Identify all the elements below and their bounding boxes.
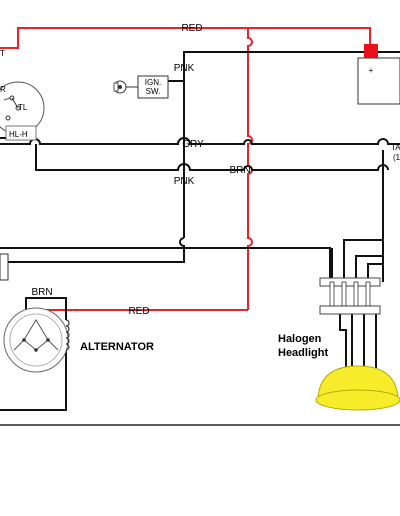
label-red-alt: RED — [128, 306, 149, 317]
headlight-bulb-icon — [315, 365, 400, 411]
label-brn-mid: BRN — [229, 165, 250, 176]
ign-sw-wire — [165, 80, 185, 238]
switch-hlh-label: HL-H — [9, 130, 28, 139]
black-wires — [0, 51, 400, 411]
label-red-top: RED — [181, 23, 202, 34]
alt-out-wire — [0, 350, 67, 411]
red-wire-top — [0, 27, 371, 50]
hl-wire-1 — [343, 239, 383, 282]
label-gry: GRY — [182, 139, 204, 150]
alternator-label: ALTERNATOR — [80, 341, 154, 353]
partial-ta-label: TA — [391, 143, 400, 152]
alternator-icon — [3, 307, 70, 373]
hl-wire-lower-1 — [339, 312, 347, 368]
label-pnk-upper: PNK — [174, 63, 195, 74]
brn-wire-mid — [35, 144, 389, 171]
label-pnk-lower: PNK — [174, 176, 195, 187]
alt-brn-wire — [25, 297, 67, 320]
ign-sw-label-2: SW. — [146, 87, 161, 96]
partial-one-label: (1 — [393, 153, 400, 162]
connector-icon — [319, 277, 381, 315]
left-wire-down — [0, 247, 331, 278]
left-connector-box — [0, 253, 9, 281]
switch-r-label: R — [0, 85, 6, 94]
gry-wire — [0, 137, 400, 145]
red-wire-vertical — [247, 28, 253, 310]
switch-tl-label: TL — [18, 103, 28, 112]
headlight-switch: R TL HL-H T — [0, 49, 45, 141]
pnk-wire-top — [183, 51, 364, 94]
hl-wire-3 — [367, 263, 383, 282]
ignition-switch: IGN. SW. — [113, 75, 169, 99]
partial-t-label: T — [0, 49, 5, 58]
ign-sw-label-1: IGN. — [145, 78, 161, 87]
battery-icon: + — [357, 44, 400, 105]
headlight-label-1: Halogen — [278, 333, 322, 345]
battery-plus: + — [369, 66, 374, 75]
key-icon — [113, 80, 127, 94]
pnk-lower-hop — [0, 237, 185, 263]
headlight-label-2: Headlight — [278, 347, 328, 359]
hl-wire-2 — [355, 255, 383, 282]
label-brn-alt: BRN — [31, 287, 52, 298]
